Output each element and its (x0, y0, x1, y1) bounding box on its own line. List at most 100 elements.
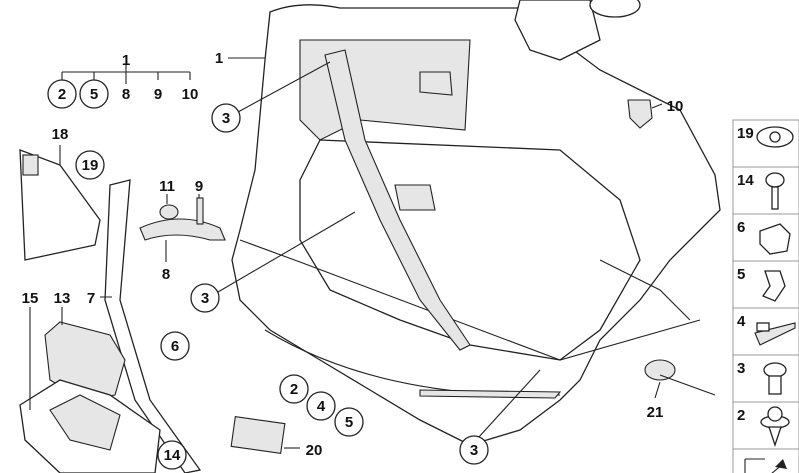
legend-number: 3 (737, 360, 745, 377)
arrow-icon (744, 458, 787, 473)
callout-5: 5 (79, 79, 109, 109)
callout-1: 1 (122, 52, 130, 69)
grommet-icon (756, 126, 794, 148)
callout-13: 13 (54, 290, 71, 307)
callout-number: 3 (222, 110, 230, 127)
callout-number: 10 (667, 98, 684, 115)
callout-number: 14 (164, 447, 181, 464)
callout-15: 15 (22, 290, 39, 307)
short-screw-icon (763, 362, 787, 395)
callout-circle (334, 407, 364, 437)
callout-9: 9 (195, 178, 203, 195)
legend-number: 5 (737, 266, 745, 283)
callout-8: 8 (122, 86, 130, 103)
callout-circle (47, 79, 77, 109)
legend-panel-5: 5 (732, 260, 799, 309)
expanding-rivet-icon (760, 406, 790, 448)
callout-number: 7 (87, 290, 95, 307)
callout-number: 3 (470, 442, 478, 459)
callout-14: 14 (157, 440, 187, 470)
callout-number: 4 (317, 398, 326, 415)
top-trim (514, 0, 601, 61)
cover-18 (19, 149, 101, 261)
callout-number: 19 (82, 157, 99, 174)
callout-number: 3 (201, 290, 209, 307)
callout-circle (279, 374, 309, 404)
callout-number: 9 (154, 86, 162, 103)
legend-panel-2: 2 (732, 401, 799, 450)
legend-number: 14 (737, 172, 754, 189)
trim-strip-7 (104, 179, 202, 473)
callout-20: 20 (306, 442, 323, 459)
callout-2: 2 (47, 79, 77, 109)
callout-11: 11 (159, 178, 175, 195)
callout-10: 10 (667, 98, 684, 115)
callout-circle (306, 391, 336, 421)
leader-lines (29, 57, 663, 449)
callout-number: 11 (159, 178, 175, 195)
callout-3: 3 (211, 103, 241, 133)
callout-19: 19 (75, 150, 105, 180)
callout-circle (157, 440, 187, 470)
callout-circle (190, 283, 220, 313)
callout-6: 6 (160, 331, 190, 361)
legend-panel-4: 4 (732, 307, 799, 356)
callout-number: 8 (122, 86, 130, 103)
reflector-21 (644, 359, 676, 381)
callout-circle (75, 150, 105, 180)
callout-10: 10 (182, 86, 199, 103)
callout-4: 4 (306, 391, 336, 421)
callout-circle (160, 331, 190, 361)
callout-number: 15 (22, 290, 39, 307)
legend-panel-3: 3 (732, 354, 799, 403)
callout-number: 18 (52, 126, 69, 143)
callout-9: 9 (154, 86, 162, 103)
callout-number: 13 (54, 290, 71, 307)
screw-icon (765, 172, 785, 210)
switch-10 (627, 99, 653, 129)
door-trim-panel (231, 4, 721, 446)
callout-21: 21 (647, 404, 664, 421)
legend-panel-19: 19 (732, 119, 799, 168)
grab-handle (324, 49, 471, 351)
callout-1: 1 (215, 50, 223, 67)
callout-number: 8 (162, 266, 170, 283)
clip-icon (759, 223, 791, 255)
legend-number: 19 (737, 125, 754, 142)
callout-3: 3 (459, 435, 489, 465)
callout-number: 21 (647, 404, 664, 421)
light-20 (230, 416, 286, 454)
callout-8: 8 (162, 266, 170, 283)
strip-clip-icon (754, 322, 796, 346)
callout-circle (459, 435, 489, 465)
callout-number: 10 (182, 86, 199, 103)
legend-number: 4 (737, 313, 746, 330)
spring-clip-icon (762, 270, 786, 302)
callout-number: 1 (215, 50, 223, 67)
callout-circle (211, 103, 241, 133)
grille-18 (22, 154, 39, 176)
callout-circle (79, 79, 109, 109)
handle-8 (139, 218, 226, 241)
legend-number: 2 (737, 407, 745, 424)
callout-number: 5 (90, 86, 98, 103)
callout-number: 9 (195, 178, 203, 195)
cap-11 (159, 204, 179, 220)
legend-panel-6: 6 (732, 213, 799, 262)
callout-5: 5 (334, 407, 364, 437)
callout-3: 3 (190, 283, 220, 313)
callout-number: 1 (122, 52, 130, 69)
callout-number: 2 (290, 381, 298, 398)
callout-7: 7 (87, 290, 95, 307)
callout-2: 2 (279, 374, 309, 404)
fastener-legend: 19 14 6 5 4 3 2 (732, 119, 799, 473)
legend-number: 6 (737, 219, 745, 236)
legend-panel-arrow (732, 448, 799, 473)
callout-number: 5 (345, 414, 353, 431)
pin-9 (196, 197, 204, 225)
callout-number: 6 (171, 338, 179, 355)
legend-panel-14: 14 (732, 166, 799, 215)
